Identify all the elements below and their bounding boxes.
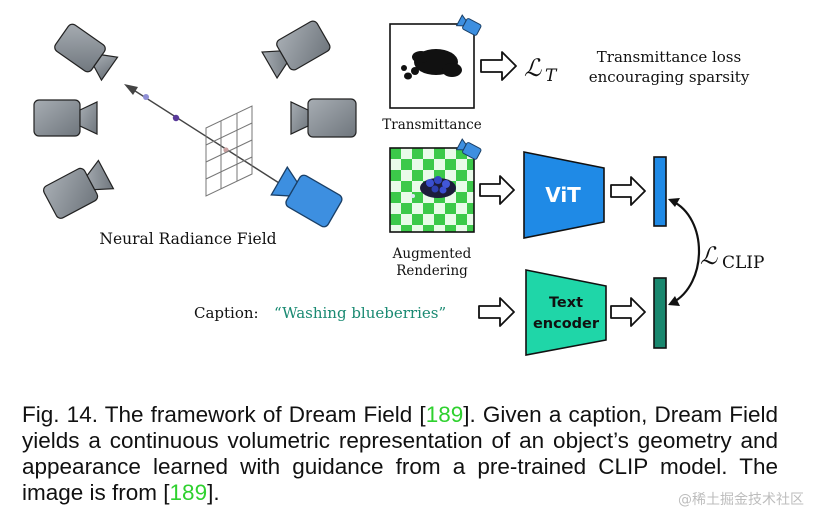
radiance-grid xyxy=(205,105,253,197)
camera-icon xyxy=(33,99,98,137)
nerf-scene: Neural Radiance Field xyxy=(33,20,357,248)
figure-caption: Fig. 14. The framework of Dream Field [1… xyxy=(22,402,778,506)
camera-icon xyxy=(290,98,357,138)
vit-encoder xyxy=(523,151,605,239)
caption-part-1: Fig. 14. The framework of Dream Field [ xyxy=(22,402,426,427)
caption-prefix: Caption: xyxy=(194,304,259,322)
text-encoder xyxy=(525,269,607,356)
camera-ray xyxy=(131,88,291,191)
camera-icon xyxy=(54,23,119,82)
loss-t-subscript: T xyxy=(545,66,558,86)
camera-icon-small xyxy=(455,14,482,36)
arrow-right xyxy=(610,176,646,206)
caption-text: “Washing blueberries” xyxy=(274,304,446,322)
nerf-label: Neural Radiance Field xyxy=(99,230,276,248)
transmittance-loss-line2: encouraging sparsity xyxy=(589,68,750,86)
clip-loss: ℒ CLIP xyxy=(668,198,764,306)
image-embedding-bar xyxy=(653,156,667,227)
augmented-label-line2: Rendering xyxy=(396,263,468,279)
loss-clip-subscript: CLIP xyxy=(722,253,764,273)
loss-clip-symbol: ℒ xyxy=(700,242,718,270)
loss-t-symbol: ℒ xyxy=(524,54,542,82)
transmittance-blob xyxy=(401,49,462,80)
ray-arrowhead xyxy=(124,84,138,95)
transmittance-loss-line1: Transmittance loss xyxy=(597,48,741,66)
text-embedding-bar xyxy=(653,277,667,349)
arrow-right xyxy=(479,175,515,205)
transmittance-label: Transmittance xyxy=(382,117,481,133)
augmented-branch: Augmented Rendering ViT xyxy=(389,138,667,279)
transmittance-branch: Transmittance ℒ T Transmittance loss enc… xyxy=(382,14,750,133)
blueberries-object xyxy=(411,176,456,198)
camera-icon-small xyxy=(455,138,482,160)
caption-part-2: ]. Given a caption, Dream Field yields a… xyxy=(22,402,778,505)
clip-loss-arc xyxy=(671,200,700,304)
arrow-right xyxy=(478,297,515,327)
watermark: @稀土掘金技术社区 xyxy=(678,492,804,508)
dream-field-diagram: Neural Radiance Field Transmittance ℒ T … xyxy=(33,14,764,356)
ray-sample-point xyxy=(172,114,180,122)
text-encoder-line1: Text xyxy=(549,295,583,311)
text-branch: Caption: “Washing blueberries” Text enco… xyxy=(194,269,667,356)
arc-arrowhead-top xyxy=(668,198,680,207)
arc-arrowhead-bottom xyxy=(668,296,680,306)
text-encoder-line2: encoder xyxy=(533,316,600,332)
vit-label: ViT xyxy=(545,183,581,207)
caption-part-3: ]. xyxy=(207,480,220,505)
camera-icon-active xyxy=(270,165,343,228)
arrow-right xyxy=(480,51,517,81)
augmented-label-line1: Augmented xyxy=(392,246,472,262)
camera-icon xyxy=(42,159,115,219)
citation-link[interactable]: 189 xyxy=(425,402,464,427)
ray-sample-point xyxy=(143,94,149,100)
arrow-right xyxy=(610,297,646,327)
citation-link[interactable]: 189 xyxy=(169,480,208,505)
camera-icon xyxy=(261,20,331,80)
